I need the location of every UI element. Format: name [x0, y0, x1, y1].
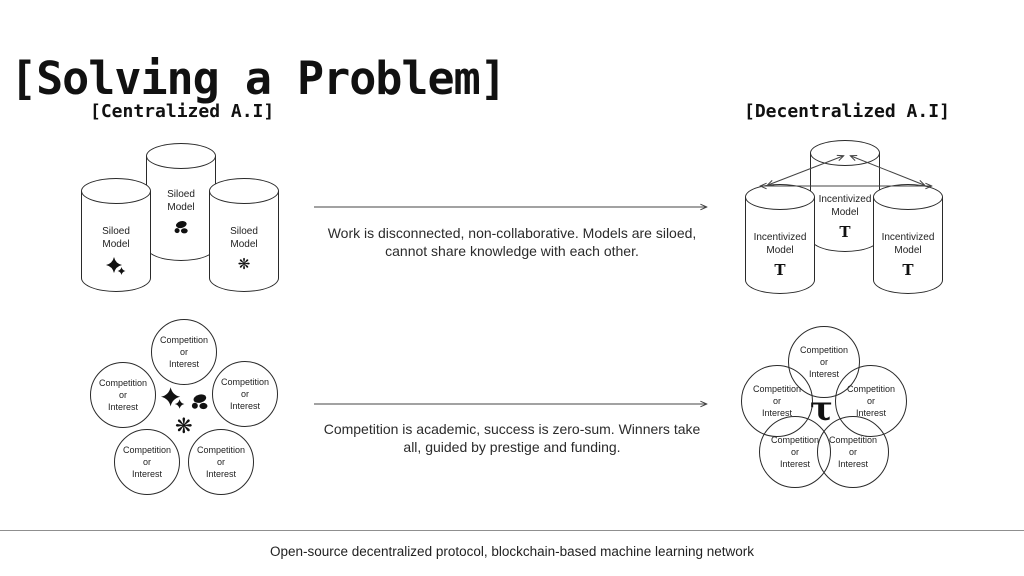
- competition-circle-label: Competition or Interest: [846, 383, 896, 419]
- footer-text: Open-source decentralized protocol, bloc…: [269, 544, 755, 559]
- competition-circle: Competition or Interest: [114, 429, 180, 495]
- competition-circle-label: Competition or Interest: [752, 383, 802, 419]
- competition-circle-label: Competition or Interest: [159, 334, 209, 370]
- sparkle-icon: [161, 387, 185, 409]
- competition-circle: Competition or Interest: [90, 362, 156, 428]
- competition-circle: Competition or Interest: [788, 326, 860, 398]
- flow-arrow: [314, 398, 712, 410]
- cylinder-top-ellipse: [146, 143, 216, 169]
- row-caption: Work is disconnected, non-collaborative.…: [327, 225, 697, 260]
- competition-circle: Competition or Interest: [151, 319, 217, 385]
- siloed-model-cylinder-left: Siloed Model: [81, 178, 151, 292]
- centralized-heading: [Centralized A.I]: [90, 101, 275, 122]
- competition-circle: Competition or Interest: [212, 361, 278, 427]
- competition-circle: Competition or Interest: [817, 416, 889, 488]
- cylinder-top-ellipse: [209, 178, 279, 204]
- page-title: [Solving a Problem]: [10, 52, 507, 106]
- incentivized-model-cylinder-left: Incentivized Model T: [745, 184, 815, 294]
- siloed-model-label: Siloed Model: [102, 226, 130, 250]
- incentivized-model-label: Incentivized Model: [881, 232, 935, 256]
- tau-icon: T: [774, 261, 786, 279]
- row-caption: Competition is academic, success is zero…: [323, 421, 701, 456]
- siloed-model-label: Siloed Model: [167, 189, 195, 213]
- competition-circle-label: Competition or Interest: [828, 434, 878, 470]
- flow-arrow: [314, 201, 712, 213]
- huggingface-blob-icon: [190, 393, 209, 410]
- competition-circle-label: Competition or Interest: [196, 444, 246, 480]
- tau-icon: τ: [810, 389, 833, 429]
- competition-circle-label: Competition or Interest: [122, 444, 172, 480]
- siloed-model-cylinder-center: Siloed Model: [146, 143, 216, 261]
- competition-circle-label: Competition or Interest: [799, 344, 849, 380]
- sparkle-icon: [106, 257, 126, 275]
- tau-icon: T: [839, 223, 851, 241]
- openai-logo-icon: ❋: [237, 256, 251, 273]
- siloed-model-cylinder-right: Siloed Model ❋: [209, 178, 279, 292]
- incentivized-model-cylinder-right: Incentivized Model T: [873, 184, 943, 294]
- siloed-model-label: Siloed Model: [230, 226, 258, 250]
- network-arrows: [740, 142, 955, 197]
- openai-logo-icon: ❋: [175, 415, 193, 438]
- incentivized-model-label: Incentivized Model: [818, 194, 872, 218]
- competition-circle-label: Competition or Interest: [220, 376, 270, 412]
- huggingface-blob-icon: [173, 220, 189, 234]
- incentivized-model-label: Incentivized Model: [753, 232, 807, 256]
- decentralized-heading: [Decentralized A.I]: [744, 101, 950, 122]
- cylinder-top-ellipse: [81, 178, 151, 204]
- competition-circle: Competition or Interest: [188, 429, 254, 495]
- footer-divider: [0, 530, 1024, 531]
- competition-circle-label: Competition or Interest: [770, 434, 820, 470]
- competition-circle-label: Competition or Interest: [98, 377, 148, 413]
- tau-icon: T: [902, 261, 914, 279]
